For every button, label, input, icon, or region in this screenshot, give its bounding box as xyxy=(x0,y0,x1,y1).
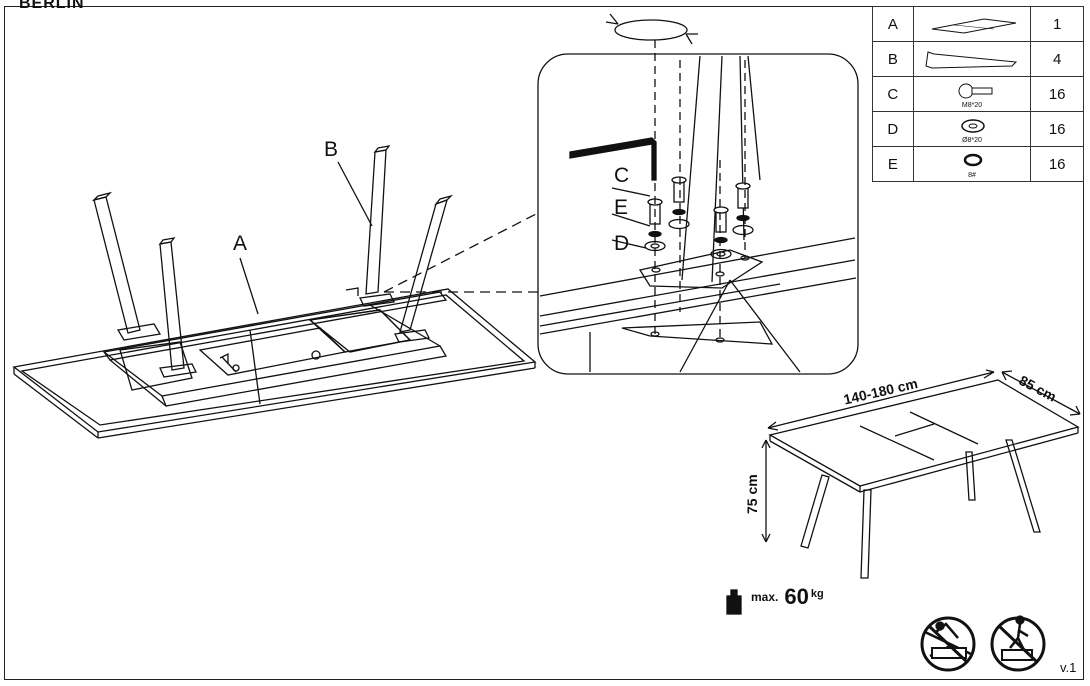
part-letter: D xyxy=(872,111,914,147)
callout-b: B xyxy=(324,138,339,161)
part-quantity: 16 xyxy=(1030,146,1084,182)
max-load-value: 60 xyxy=(784,584,809,609)
part-quantity: 4 xyxy=(1030,41,1084,77)
max-load-unit: kg xyxy=(810,588,824,600)
callout-e: E xyxy=(614,196,629,219)
part-spec-label: Ø8*20 xyxy=(962,137,982,144)
max-load-label: max. 60 kg xyxy=(723,584,824,610)
weight-icon xyxy=(726,589,742,615)
max-load-prefix: max. xyxy=(751,590,779,604)
page-title: BERLIN xyxy=(19,0,85,12)
callout-c: C xyxy=(614,164,630,187)
dimension-height: 75 cm xyxy=(744,474,760,514)
diagram-frame: BERLIN xyxy=(4,0,1084,680)
no-climbing-on-table-icon xyxy=(990,615,1046,672)
table-top-icon xyxy=(931,18,1016,34)
parts-row-c: C M8*20 16 xyxy=(872,76,1084,112)
washer-icon xyxy=(960,119,985,133)
version-label: v.1 xyxy=(1060,660,1077,675)
part-quantity: 16 xyxy=(1030,76,1084,112)
detail-magnified-view xyxy=(537,40,859,375)
part-letter: A xyxy=(872,6,914,42)
spring-washer-icon xyxy=(963,153,982,167)
bolt-icon xyxy=(958,83,993,99)
part-picture: 8# xyxy=(912,146,1032,182)
part-letter: E xyxy=(872,146,914,182)
parts-row-a: A 1 xyxy=(872,6,1084,42)
part-spec-label: 8# xyxy=(968,172,976,179)
parts-row-b: B 4 xyxy=(872,41,1084,77)
rotate-arrow-icon xyxy=(605,13,698,45)
parts-row-d: D Ø8*20 16 xyxy=(872,111,1084,147)
part-spec-label: M8*20 xyxy=(961,102,983,109)
part-quantity: 16 xyxy=(1030,111,1084,147)
parts-list-table: A 1 B 4 C M8*20 16 D xyxy=(872,6,1084,182)
table-top-underside xyxy=(12,287,537,439)
part-letter: B xyxy=(872,41,914,77)
table-leg-icon xyxy=(925,51,1017,69)
part-picture xyxy=(912,41,1032,77)
part-quantity: 1 xyxy=(1030,6,1084,42)
part-letter: C xyxy=(872,76,914,112)
part-picture: M8*20 xyxy=(912,76,1032,112)
assembled-table-view xyxy=(761,369,1081,579)
parts-row-e: E 8# 16 xyxy=(872,146,1084,182)
part-picture xyxy=(912,6,1032,42)
part-picture: Ø8*20 xyxy=(912,111,1032,147)
callout-d: D xyxy=(614,232,630,255)
callout-a: A xyxy=(233,232,248,255)
no-standing-on-table-icon xyxy=(920,616,976,672)
table-legs xyxy=(91,145,454,378)
